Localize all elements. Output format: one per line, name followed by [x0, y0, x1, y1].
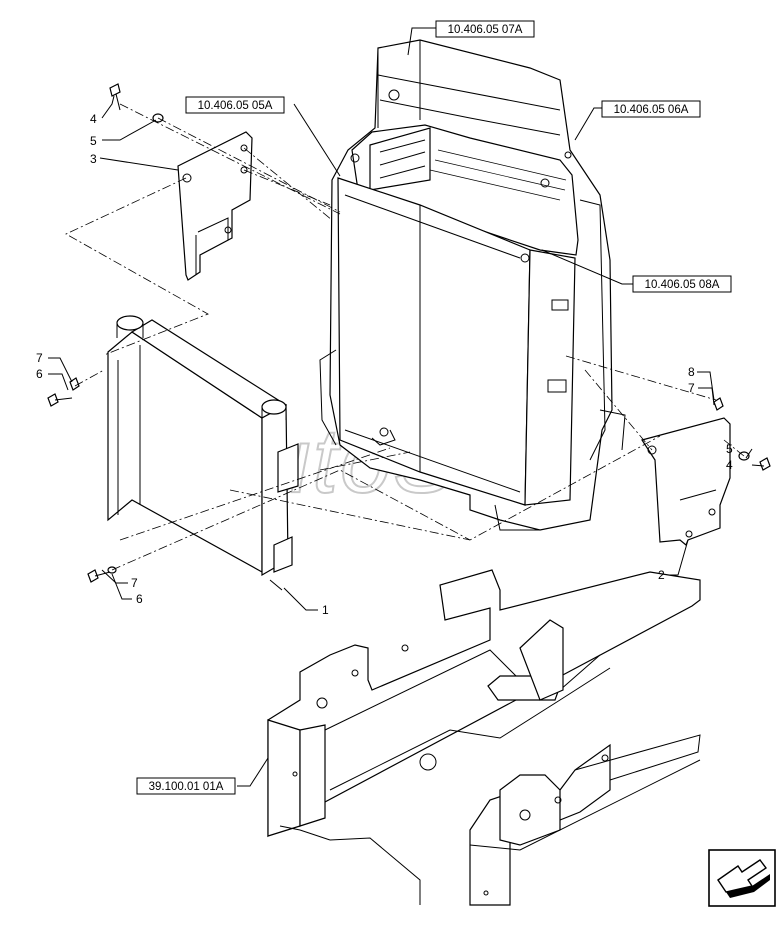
callout-3: 3 — [90, 152, 97, 166]
leader-lines — [48, 27, 765, 787]
callout-1: 1 — [322, 603, 329, 617]
callout-8: 8 — [688, 365, 695, 379]
callout-7: 7 — [36, 351, 43, 365]
callout-2: 2 — [658, 568, 665, 582]
bracket-right — [641, 417, 731, 546]
callout-4: 4 — [90, 112, 97, 126]
callout-5: 5 — [726, 442, 733, 456]
ref-box-right[interactable]: 10.406.05 06A — [601, 100, 701, 118]
ref-box-mid[interactable]: 10.406.05 08A — [632, 275, 732, 293]
assembly-lines — [65, 103, 745, 571]
radiator-assembly — [319, 39, 626, 531]
ref-label: 10.406.05 05A — [198, 100, 273, 112]
callout-7: 7 — [131, 576, 138, 590]
ref-label: 10.406.05 08A — [645, 279, 720, 291]
ref-box-top[interactable]: 10.406.05 07A — [435, 20, 535, 38]
callout-5: 5 — [90, 134, 97, 148]
part-callouts: 4 5 3 7 6 7 6 1 8 7 5 4 2 — [36, 112, 733, 617]
callout-6: 6 — [136, 592, 143, 606]
ref-label: 39.100.01 01A — [149, 781, 224, 793]
ref-label: 10.406.05 07A — [448, 24, 523, 36]
callout-4: 4 — [726, 458, 733, 472]
oil-cooler — [107, 315, 299, 591]
chassis-frame — [267, 569, 701, 906]
arrow-down-left-icon[interactable] — [708, 849, 776, 907]
callout-7: 7 — [688, 381, 695, 395]
callout-6: 6 — [36, 367, 43, 381]
ref-box-frame[interactable]: 39.100.01 01A — [136, 777, 236, 795]
ref-label: 10.406.05 06A — [614, 104, 689, 116]
fasteners — [47, 83, 771, 583]
bracket-left — [177, 131, 253, 281]
ref-box-left[interactable]: 10.406.05 05A — [185, 96, 285, 114]
